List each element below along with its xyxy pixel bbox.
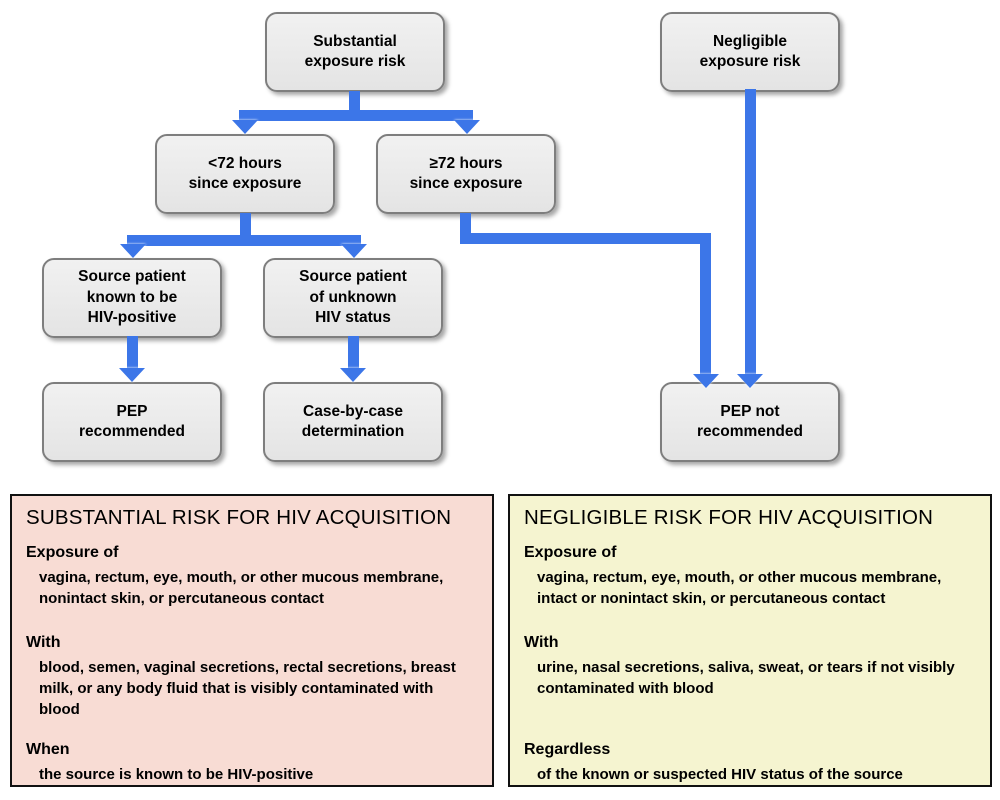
arrowhead-to-pep-recommended <box>119 368 145 382</box>
section-body: the source is known to be HIV-positive <box>39 766 314 783</box>
arrow-line-over72-bar <box>460 233 711 244</box>
node-pep-recommended: PEP recommended <box>42 382 222 462</box>
section-heading: When <box>26 741 70 758</box>
section-heading: Regardless <box>524 741 611 758</box>
section-regardless: Regardless of the known or suspected HIV… <box>510 741 984 785</box>
arrowhead-to-case-by-case <box>340 368 366 382</box>
node-over-72-hours: ≥72 hours since exposure <box>376 134 556 214</box>
node-source-unknown-hiv-status: Source patient of unknown HIV status <box>263 258 443 338</box>
arrow-line-under72-bar <box>127 235 361 246</box>
node-case-by-case: Case-by-case determination <box>263 382 443 462</box>
node-under-72-hours: <72 hours since exposure <box>155 134 335 214</box>
section-with: With urine, nasal secretions, saliva, sw… <box>510 634 984 699</box>
arrowhead-to-over72 <box>454 120 480 134</box>
substantial-risk-panel: SUBSTANTIAL RISK FOR HIV ACQUISITION Exp… <box>10 494 494 787</box>
panel-title: NEGLIGIBLE RISK FOR HIV ACQUISITION <box>524 506 934 529</box>
arrow-line-substantial-stem <box>349 91 360 121</box>
section-body: blood, semen, vaginal secretions, rectal… <box>39 659 456 718</box>
section-heading: With <box>26 634 61 651</box>
node-source-known-hiv-positive: Source patient known to be HIV-positive <box>42 258 222 338</box>
section-body: vagina, rectum, eye, mouth, or other muc… <box>537 569 942 607</box>
section-heading: With <box>524 634 559 651</box>
section-exposure-of: Exposure of vagina, rectum, eye, mouth, … <box>510 544 984 609</box>
section-heading: Exposure of <box>26 544 119 561</box>
arrowhead-to-known-positive <box>120 244 146 258</box>
arrowhead-to-unknown-status <box>341 244 367 258</box>
section-heading: Exposure of <box>524 544 617 561</box>
section-when: When the source is known to be HIV-posit… <box>12 741 486 785</box>
arrow-line-under72-stem <box>240 213 251 246</box>
section-body: of the known or suspected HIV status of … <box>537 766 903 783</box>
panel-title: SUBSTANTIAL RISK FOR HIV ACQUISITION <box>26 506 452 529</box>
node-negligible-exposure-risk: Negligible exposure risk <box>660 12 840 92</box>
section-exposure-of: Exposure of vagina, rectum, eye, mouth, … <box>12 544 486 609</box>
arrow-line-known-stem <box>127 336 138 370</box>
arrow-line-negligible-stem <box>745 89 756 375</box>
arrow-line-over72-stem <box>460 213 471 244</box>
arrowhead-over72-to-pep-not <box>693 374 719 388</box>
section-with: With blood, semen, vaginal secretions, r… <box>12 634 486 720</box>
section-body: vagina, rectum, eye, mouth, or other muc… <box>39 569 444 607</box>
arrow-line-unknown-stem <box>348 336 359 370</box>
section-body: urine, nasal secretions, saliva, sweat, … <box>537 659 955 697</box>
node-substantial-exposure-risk: Substantial exposure risk <box>265 12 445 92</box>
arrowhead-negligible-to-pep-not <box>737 374 763 388</box>
arrow-line-substantial-bar <box>239 110 473 121</box>
negligible-risk-panel: NEGLIGIBLE RISK FOR HIV ACQUISITION Expo… <box>508 494 992 787</box>
arrow-line-over72-drop <box>700 233 711 375</box>
node-pep-not-recommended: PEP not recommended <box>660 382 840 462</box>
arrowhead-to-under72 <box>232 120 258 134</box>
